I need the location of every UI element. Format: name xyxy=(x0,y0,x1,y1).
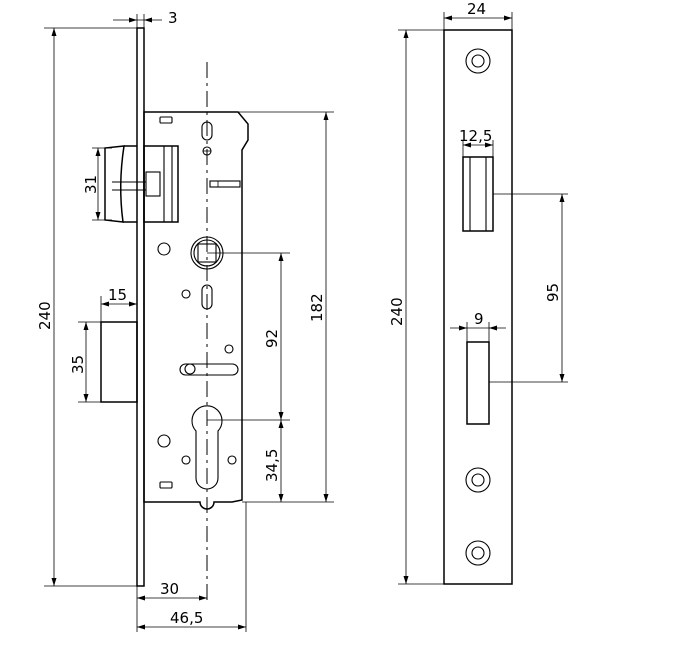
bottom-slot xyxy=(159,481,173,489)
mount-hole-3 xyxy=(224,344,234,354)
deadbolt xyxy=(100,321,138,403)
dim-latch-to-bolt: 95 xyxy=(544,283,562,302)
latch-opening xyxy=(462,156,494,232)
front-view xyxy=(443,29,513,585)
dim-follower-to-cylinder: 92 xyxy=(263,329,281,348)
horizontal-slot xyxy=(179,363,239,376)
mount-hole-6 xyxy=(227,455,237,465)
dim-deadbolt-projection: 15 xyxy=(108,286,127,304)
dim-total-height-side: 240 xyxy=(36,301,54,330)
dim-follower-height: 31 xyxy=(82,175,100,194)
screw-hole-top xyxy=(465,48,491,74)
dim-faceplate-thickness: 3 xyxy=(168,9,178,27)
side-faceplate xyxy=(136,27,145,587)
deadbolt-opening xyxy=(466,341,490,425)
dim-latch-width: 12,5 xyxy=(459,127,492,145)
dim-case-height: 182 xyxy=(308,293,326,322)
dim-bolt-width: 9 xyxy=(474,310,484,328)
mount-hole-5 xyxy=(181,455,191,465)
dim-backset: 30 xyxy=(160,580,179,598)
side-dimensions: 3 240 31 15 35 30 xyxy=(36,9,334,632)
cylinder-hole xyxy=(191,405,223,490)
front-faceplate xyxy=(443,29,513,585)
dim-case-depth: 46,5 xyxy=(170,609,203,627)
top-slot xyxy=(159,116,173,124)
mount-hole-2 xyxy=(181,289,191,299)
latch-bolt xyxy=(104,145,179,223)
dim-deadbolt-height: 35 xyxy=(69,355,87,374)
dim-faceplate-width: 24 xyxy=(467,0,486,18)
screw-hole-bottom-1 xyxy=(465,467,491,493)
front-dimensions: 24 240 12,5 95 9 xyxy=(388,0,568,585)
side-view xyxy=(100,27,249,604)
mount-hole-1 xyxy=(157,242,171,256)
mount-hole-4 xyxy=(157,434,171,448)
lock-case xyxy=(143,111,249,510)
side-slot-right xyxy=(209,180,241,188)
dim-total-height-front: 240 xyxy=(388,297,406,326)
dim-cylinder-to-bottom: 34,5 xyxy=(263,449,281,482)
screw-hole-bottom-2 xyxy=(465,540,491,566)
